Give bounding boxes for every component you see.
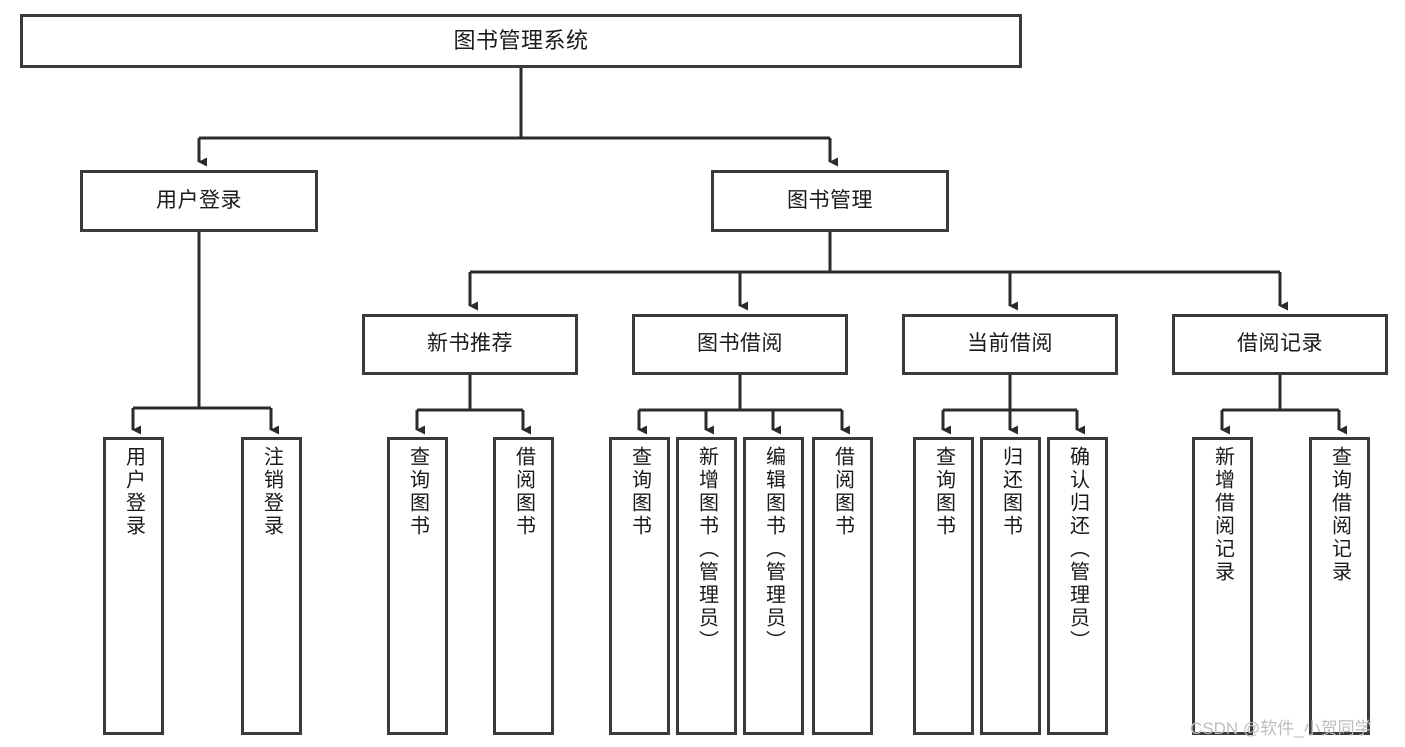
node-leaf-borrow-book-2[interactable]: 借阅图书 [812,437,873,735]
node-borrow-record-label: 借阅记录 [1237,332,1323,356]
node-leaf-add-book-label: 新增图书（管理员） [695,446,718,653]
node-leaf-query-record[interactable]: 查询借阅记录 [1309,437,1370,735]
node-leaf-return-book[interactable]: 归还图书 [980,437,1041,735]
node-leaf-query-book-1[interactable]: 查询图书 [387,437,448,735]
node-leaf-borrow-book-1[interactable]: 借阅图书 [493,437,554,735]
node-leaf-add-record-label: 新增借阅记录 [1211,446,1234,584]
node-leaf-add-book[interactable]: 新增图书（管理员） [676,437,737,735]
node-book-manage[interactable]: 图书管理 [711,170,949,232]
watermark-text: CSDN @软件_小贺同学 [1190,719,1372,738]
node-book-borrow[interactable]: 图书借阅 [632,314,848,375]
node-new-book-rec[interactable]: 新书推荐 [362,314,578,375]
node-leaf-edit-book[interactable]: 编辑图书（管理员） [743,437,804,735]
node-leaf-query-book-3-label: 查询图书 [932,446,955,538]
node-leaf-borrow-book-1-label: 借阅图书 [512,446,535,538]
node-user-login[interactable]: 用户登录 [80,170,318,232]
node-leaf-user-login-label: 用户登录 [122,446,145,538]
node-current-borrow-label: 当前借阅 [967,332,1053,356]
node-leaf-user-logout-label: 注销登录 [260,446,283,538]
node-user-login-label: 用户登录 [156,188,242,212]
node-leaf-confirm-return-label: 确认归还（管理员） [1066,446,1089,653]
node-book-manage-label: 图书管理 [787,188,873,212]
node-leaf-user-logout[interactable]: 注销登录 [241,437,302,735]
node-leaf-add-record[interactable]: 新增借阅记录 [1192,437,1253,735]
node-leaf-borrow-book-2-label: 借阅图书 [831,446,854,538]
node-root[interactable]: 图书管理系统 [20,14,1022,68]
node-root-label: 图书管理系统 [453,28,589,54]
node-leaf-query-book-3[interactable]: 查询图书 [913,437,974,735]
node-book-borrow-label: 图书借阅 [697,332,783,356]
node-leaf-query-book-1-label: 查询图书 [406,446,429,538]
node-leaf-return-book-label: 归还图书 [999,446,1022,538]
node-new-book-rec-label: 新书推荐 [427,332,513,356]
node-leaf-query-record-label: 查询借阅记录 [1328,446,1351,584]
node-leaf-confirm-return[interactable]: 确认归还（管理员） [1047,437,1108,735]
node-leaf-query-book-2[interactable]: 查询图书 [609,437,670,735]
node-leaf-user-login[interactable]: 用户登录 [103,437,164,735]
node-leaf-edit-book-label: 编辑图书（管理员） [762,446,785,653]
node-borrow-record[interactable]: 借阅记录 [1172,314,1388,375]
node-current-borrow[interactable]: 当前借阅 [902,314,1118,375]
node-leaf-query-book-2-label: 查询图书 [628,446,651,538]
